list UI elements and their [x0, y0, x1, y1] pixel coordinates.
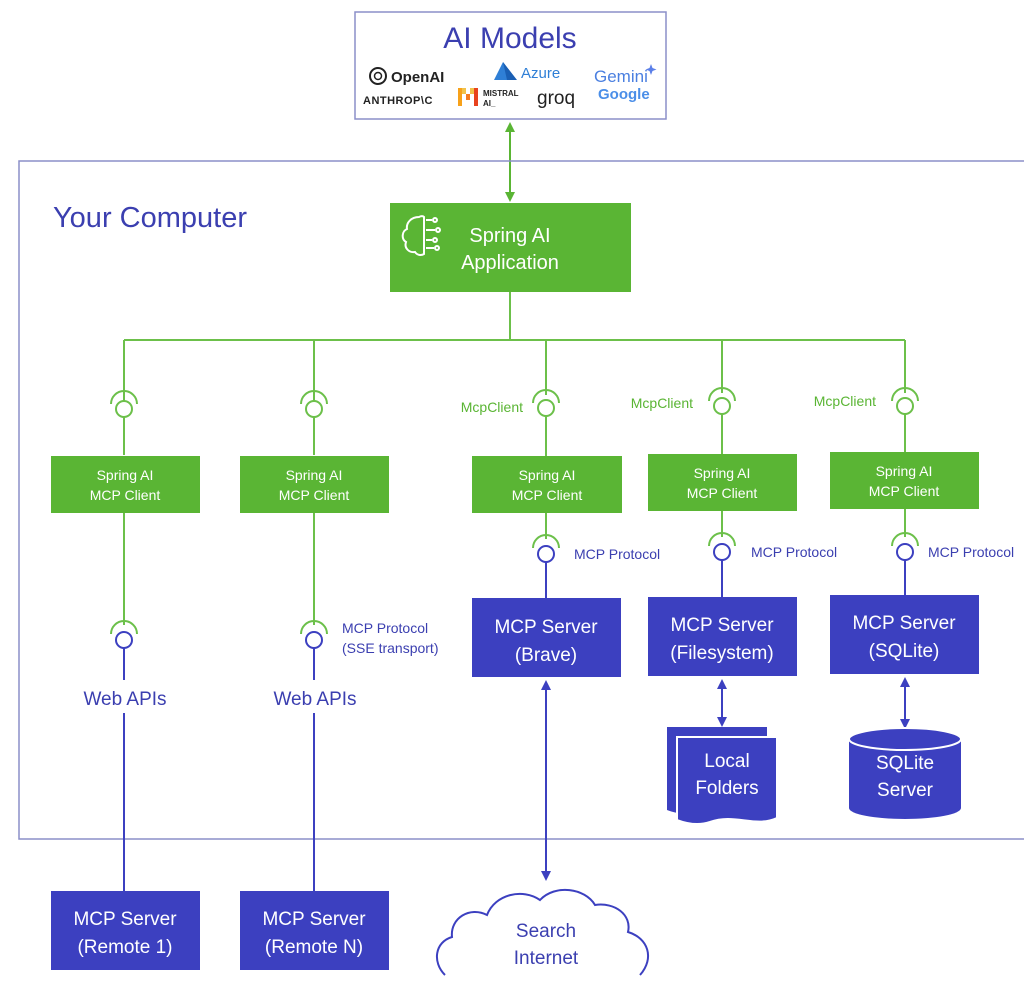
mistral-logo: MISTRAL AI_	[458, 88, 519, 108]
filesystem-line1: MCP Server	[670, 615, 774, 636]
sqlite-db-line2: Server	[877, 780, 934, 801]
gemini-google-logo: Gemini Google	[594, 64, 657, 103]
anthropic-logo: ANTHROP\C	[363, 95, 433, 107]
sqlite-database-icon: SQLite Server	[848, 727, 962, 819]
brave-line2: (Brave)	[515, 645, 577, 666]
openai-label: OpenAI	[391, 69, 444, 86]
web-apis-label-1: Web APIs	[83, 689, 166, 710]
internet-line2: Internet	[514, 948, 579, 969]
socket-4	[708, 387, 736, 402]
brain-circuit-icon	[401, 215, 441, 257]
mcp-client-5: Spring AI MCP Client	[830, 452, 979, 509]
sse-protocol-line2: (SSE transport)	[342, 640, 438, 656]
local-folders-doc-icon: Local Folders	[667, 727, 778, 825]
google-label: Google	[598, 86, 650, 103]
remoten-line2: (Remote N)	[265, 937, 363, 958]
client-5-line1: Spring AI	[876, 463, 933, 479]
mcp-client-3: Spring AI MCP Client	[472, 456, 622, 513]
mistral-ai-label: AI_	[483, 99, 496, 108]
local-folders-line2: Folders	[695, 778, 758, 799]
mcp-server-remote-n: MCP Server (Remote N)	[240, 891, 389, 970]
brave-line1: MCP Server	[494, 617, 598, 638]
sqlite-db-line1: SQLite	[876, 753, 934, 774]
client-5-line2: MCP Client	[869, 483, 940, 499]
mcp-server-remote-1: MCP Server (Remote 1)	[51, 891, 200, 970]
mcp-client-4: Spring AI MCP Client	[648, 454, 797, 511]
client-bus	[123, 292, 906, 402]
azure-label: Azure	[521, 65, 560, 82]
remoten-line1: MCP Server	[262, 909, 366, 930]
mcp-client-2: Spring AI MCP Client	[240, 456, 389, 513]
sse-protocol-line1: MCP Protocol	[342, 620, 428, 636]
client-2-line1: Spring AI	[286, 467, 343, 483]
client-1-line1: Spring AI	[97, 467, 154, 483]
client-2-line2: MCP Client	[279, 487, 350, 503]
protocol-sockets	[110, 532, 919, 649]
your-computer-label: Your Computer	[53, 202, 247, 234]
client-4-line2: MCP Client	[687, 485, 758, 501]
socket-3	[532, 389, 560, 404]
internet-cloud-icon: Search Internet	[436, 888, 649, 976]
sqlite-line1: MCP Server	[852, 613, 956, 634]
blue-connectors	[123, 560, 906, 891]
local-folders-line1: Local	[704, 751, 749, 772]
internet-line1: Search	[516, 921, 576, 942]
socket-1	[110, 390, 138, 405]
mcp-server-sqlite: MCP Server (SQLite)	[830, 595, 979, 674]
ai-models-box: AI Models OpenAI Azure Gemini Google ANT…	[354, 11, 667, 120]
protocol-label-4: MCP Protocol	[751, 544, 837, 560]
socket-2	[300, 390, 328, 405]
protocol-label-5: MCP Protocol	[928, 544, 1014, 560]
remote1-line1: MCP Server	[73, 909, 177, 930]
mcpclient-caption-3: McpClient	[461, 399, 523, 415]
sqlite-line2: (SQLite)	[869, 641, 940, 662]
spring-ai-application: Spring AI Application	[390, 203, 631, 292]
protocol-label-3: MCP Protocol	[574, 546, 660, 562]
client-1-line2: MCP Client	[90, 487, 161, 503]
groq-logo: groq	[537, 88, 575, 109]
mcp-server-brave: MCP Server (Brave)	[472, 598, 621, 677]
filesystem-line2: (Filesystem)	[670, 643, 773, 664]
mcp-server-filesystem: MCP Server (Filesystem)	[648, 597, 797, 676]
ai-models-title: AI Models	[443, 22, 576, 55]
mcpclient-caption-4: McpClient	[631, 395, 693, 411]
gemini-label: Gemini	[594, 67, 648, 86]
client-3-line1: Spring AI	[519, 467, 576, 483]
remote1-line2: (Remote 1)	[77, 937, 172, 958]
app-title-line2: Application	[461, 252, 559, 274]
mistral-label: MISTRAL	[483, 89, 519, 98]
socket-5	[891, 387, 919, 402]
web-apis-label-2: Web APIs	[273, 689, 356, 710]
client-4-line1: Spring AI	[694, 465, 751, 481]
your-computer-frame	[18, 160, 1024, 840]
azure-logo: Azure	[494, 62, 560, 82]
mcpclient-caption-5: McpClient	[814, 393, 876, 409]
app-title-line1: Spring AI	[469, 225, 550, 247]
mcp-client-1: Spring AI MCP Client	[51, 456, 200, 513]
openai-logo: OpenAI	[369, 67, 444, 86]
client-3-line2: MCP Client	[512, 487, 583, 503]
green-sockets	[110, 387, 919, 456]
